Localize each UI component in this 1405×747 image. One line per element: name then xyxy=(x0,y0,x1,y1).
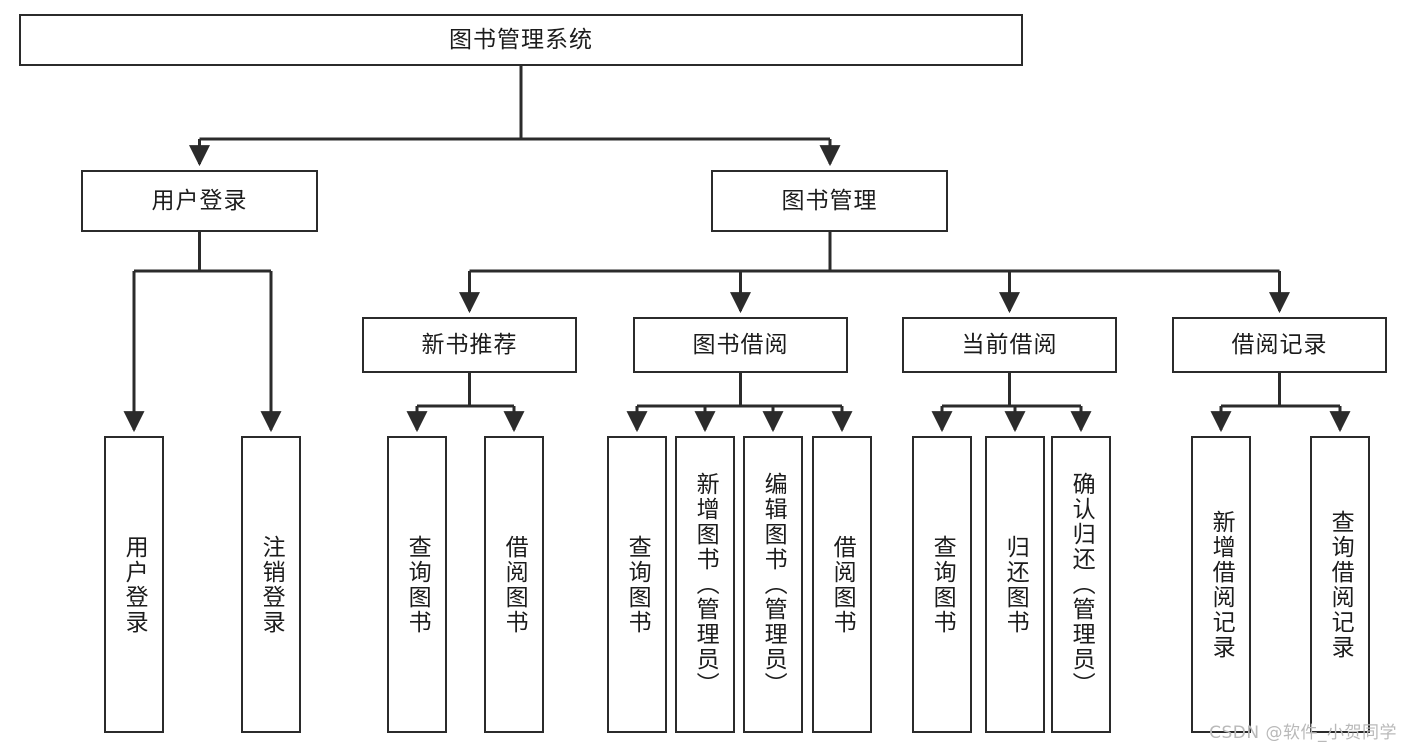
node-leaf-borrow-book-2[interactable]: 借阅图书 xyxy=(812,436,872,733)
node-leaf-edit-book-label: 编辑图书（管理员） xyxy=(760,472,787,697)
node-root-label: 图书管理系统 xyxy=(449,26,593,53)
node-leaf-add-record-label: 新增借阅记录 xyxy=(1208,509,1235,660)
node-user-login-label: 用户登录 xyxy=(151,187,248,214)
node-leaf-query-book-3[interactable]: 查询图书 xyxy=(912,436,972,733)
node-leaf-confirm-return-label: 确认归还（管理员） xyxy=(1068,472,1095,697)
node-leaf-borrow-book-2-label: 借阅图书 xyxy=(829,534,856,635)
node-leaf-confirm-return[interactable]: 确认归还（管理员） xyxy=(1051,436,1111,733)
node-root[interactable]: 图书管理系统 xyxy=(19,14,1023,66)
node-leaf-user-login-label: 用户登录 xyxy=(121,534,148,635)
node-borrow-record-label: 借阅记录 xyxy=(1231,331,1328,358)
node-leaf-query-book-1[interactable]: 查询图书 xyxy=(387,436,447,733)
node-leaf-query-book-2[interactable]: 查询图书 xyxy=(607,436,667,733)
node-leaf-query-book-1-label: 查询图书 xyxy=(404,534,431,635)
node-leaf-borrow-book-1-label: 借阅图书 xyxy=(501,534,528,635)
node-leaf-query-book-2-label: 查询图书 xyxy=(624,534,651,635)
node-leaf-query-book-3-label: 查询图书 xyxy=(929,534,956,635)
node-borrow-record[interactable]: 借阅记录 xyxy=(1172,317,1387,373)
node-current-borrow[interactable]: 当前借阅 xyxy=(902,317,1117,373)
node-book-manage-label: 图书管理 xyxy=(781,187,878,214)
node-current-borrow-label: 当前借阅 xyxy=(961,331,1058,358)
node-leaf-return-book-label: 归还图书 xyxy=(1002,534,1029,635)
node-leaf-add-book[interactable]: 新增图书（管理员） xyxy=(675,436,735,733)
node-leaf-user-login[interactable]: 用户登录 xyxy=(104,436,164,733)
node-book-borrow-label: 图书借阅 xyxy=(692,331,789,358)
node-leaf-query-record[interactable]: 查询借阅记录 xyxy=(1310,436,1370,733)
node-leaf-borrow-book-1[interactable]: 借阅图书 xyxy=(484,436,544,733)
node-new-book-recommend-label: 新书推荐 xyxy=(421,331,518,358)
node-book-manage[interactable]: 图书管理 xyxy=(711,170,948,232)
node-book-borrow[interactable]: 图书借阅 xyxy=(633,317,848,373)
node-leaf-add-book-label: 新增图书（管理员） xyxy=(692,472,719,697)
node-leaf-query-record-label: 查询借阅记录 xyxy=(1327,509,1354,660)
node-new-book-recommend[interactable]: 新书推荐 xyxy=(362,317,577,373)
node-leaf-logout-label: 注销登录 xyxy=(258,534,285,635)
node-leaf-add-record[interactable]: 新增借阅记录 xyxy=(1191,436,1251,733)
node-leaf-return-book[interactable]: 归还图书 xyxy=(985,436,1045,733)
watermark: CSDN @软件_小贺同学 xyxy=(1209,723,1397,743)
node-leaf-logout[interactable]: 注销登录 xyxy=(241,436,301,733)
node-leaf-edit-book[interactable]: 编辑图书（管理员） xyxy=(743,436,803,733)
node-user-login[interactable]: 用户登录 xyxy=(81,170,318,232)
